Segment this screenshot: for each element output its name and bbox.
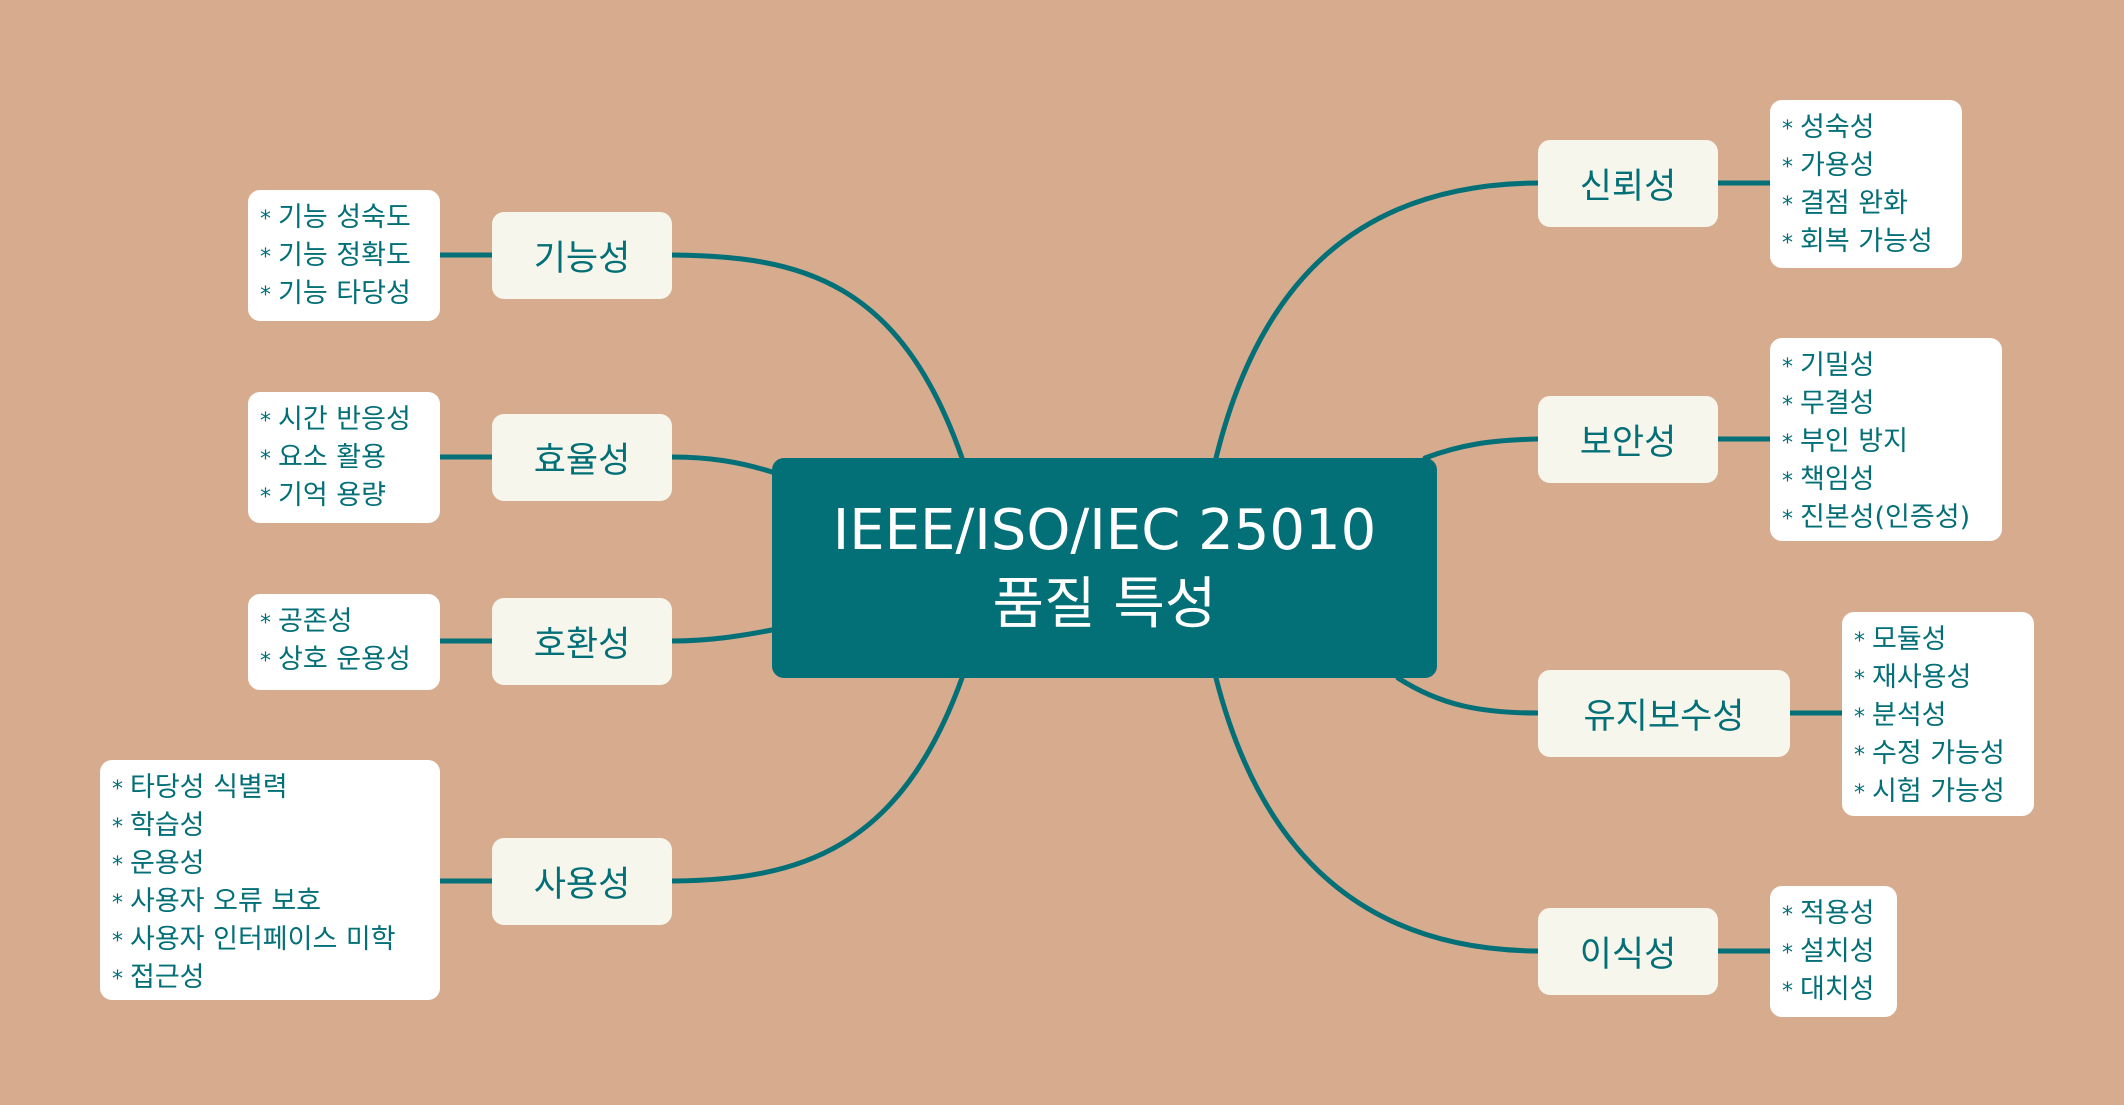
detail-item: 부인 방지 xyxy=(1782,424,1990,462)
detail-box-maintainability[interactable]: 모듈성 재사용성 분석성 수정 가능성 시험 가능성 xyxy=(1842,612,2034,816)
detail-item: 대치성 xyxy=(1782,972,1885,1010)
detail-item: 사용자 인터페이스 미학 xyxy=(112,922,428,960)
detail-item: 요소 활용 xyxy=(260,440,428,478)
link-center-reliability xyxy=(1213,180,1541,461)
link-center-efficiency xyxy=(669,454,775,475)
detail-item: 가용성 xyxy=(1782,148,1950,186)
branch-label: 신뢰성 xyxy=(1579,167,1677,207)
detail-box-compatibility[interactable]: 공존성 상호 운용성 xyxy=(248,594,440,690)
branch-label: 보안성 xyxy=(1579,423,1677,463)
branch-node-security[interactable]: 보안성 xyxy=(1538,396,1718,483)
detail-item: 설치성 xyxy=(1782,934,1885,972)
central-topic-line2: 품질 특성 xyxy=(992,572,1217,637)
branch-node-usability[interactable]: 사용성 xyxy=(492,838,672,925)
branch-label: 효율성 xyxy=(533,441,631,481)
detail-box-usability[interactable]: 타당성 식별력 학습성 운용성 사용자 오류 보호 사용자 인터페이스 미학 접… xyxy=(100,760,440,1000)
detail-item: 기밀성 xyxy=(1782,348,1990,386)
detail-item: 적용성 xyxy=(1782,896,1885,934)
branch-node-portability[interactable]: 이식성 xyxy=(1538,908,1718,995)
detail-item: 운용성 xyxy=(112,846,428,884)
central-topic-line1: IEEE/ISO/IEC 25010 xyxy=(832,498,1377,563)
link-center-portability xyxy=(1213,675,1541,954)
detail-item: 모듈성 xyxy=(1854,622,2022,660)
branch-node-maintainability[interactable]: 유지보수성 xyxy=(1538,670,1790,757)
detail-box-functionality[interactable]: 기능 성숙도 기능 정확도 기능 타당성 xyxy=(248,190,440,321)
detail-item: 기억 용량 xyxy=(260,478,428,516)
branch-node-efficiency[interactable]: 효율성 xyxy=(492,414,672,501)
detail-item: 기능 정확도 xyxy=(260,238,428,276)
detail-item: 기능 성숙도 xyxy=(260,200,428,238)
detail-item: 시간 반응성 xyxy=(260,402,428,440)
detail-item: 수정 가능성 xyxy=(1854,736,2022,774)
central-topic-node[interactable]: IEEE/ISO/IEC 25010 품질 특성 xyxy=(772,458,1437,678)
branch-label: 호환성 xyxy=(533,625,631,665)
detail-item: 분석성 xyxy=(1854,698,2022,736)
link-center-maintainability xyxy=(1395,675,1541,716)
link-center-compatibility xyxy=(669,627,775,644)
branch-node-reliability[interactable]: 신뢰성 xyxy=(1538,140,1718,227)
detail-item: 진본성(인증성) xyxy=(1782,500,1990,538)
link-center-usability xyxy=(669,675,965,884)
detail-item: 기능 타당성 xyxy=(260,276,428,314)
branch-node-compatibility[interactable]: 호환성 xyxy=(492,598,672,685)
detail-box-security[interactable]: 기밀성 무결성 부인 방지 책임성 진본성(인증성) xyxy=(1770,338,2002,541)
detail-item: 공존성 xyxy=(260,604,428,642)
branch-label: 이식성 xyxy=(1579,935,1677,975)
detail-item: 회복 가능성 xyxy=(1782,224,1950,262)
branch-node-functionality[interactable]: 기능성 xyxy=(492,212,672,299)
detail-box-reliability[interactable]: 성숙성 가용성 결점 완화 회복 가능성 xyxy=(1770,100,1962,268)
detail-item: 결점 완화 xyxy=(1782,186,1950,224)
detail-box-efficiency[interactable]: 시간 반응성 요소 활용 기억 용량 xyxy=(248,392,440,523)
detail-box-portability[interactable]: 적용성 설치성 대치성 xyxy=(1770,886,1897,1017)
branch-label: 사용성 xyxy=(533,865,631,905)
detail-item: 사용자 오류 보호 xyxy=(112,884,428,922)
detail-item: 재사용성 xyxy=(1854,660,2022,698)
detail-item: 책임성 xyxy=(1782,462,1990,500)
detail-item: 성숙성 xyxy=(1782,110,1950,148)
detail-item: 학습성 xyxy=(112,808,428,846)
detail-item: 상호 운용성 xyxy=(260,642,428,680)
detail-item: 접근성 xyxy=(112,960,428,998)
detail-item: 시험 가능성 xyxy=(1854,774,2022,812)
branch-label: 기능성 xyxy=(533,239,631,279)
link-center-functionality xyxy=(669,252,965,461)
branch-label: 유지보수성 xyxy=(1583,697,1745,737)
detail-item: 무결성 xyxy=(1782,386,1990,424)
detail-item: 타당성 식별력 xyxy=(112,770,428,808)
link-center-security xyxy=(1422,436,1541,461)
